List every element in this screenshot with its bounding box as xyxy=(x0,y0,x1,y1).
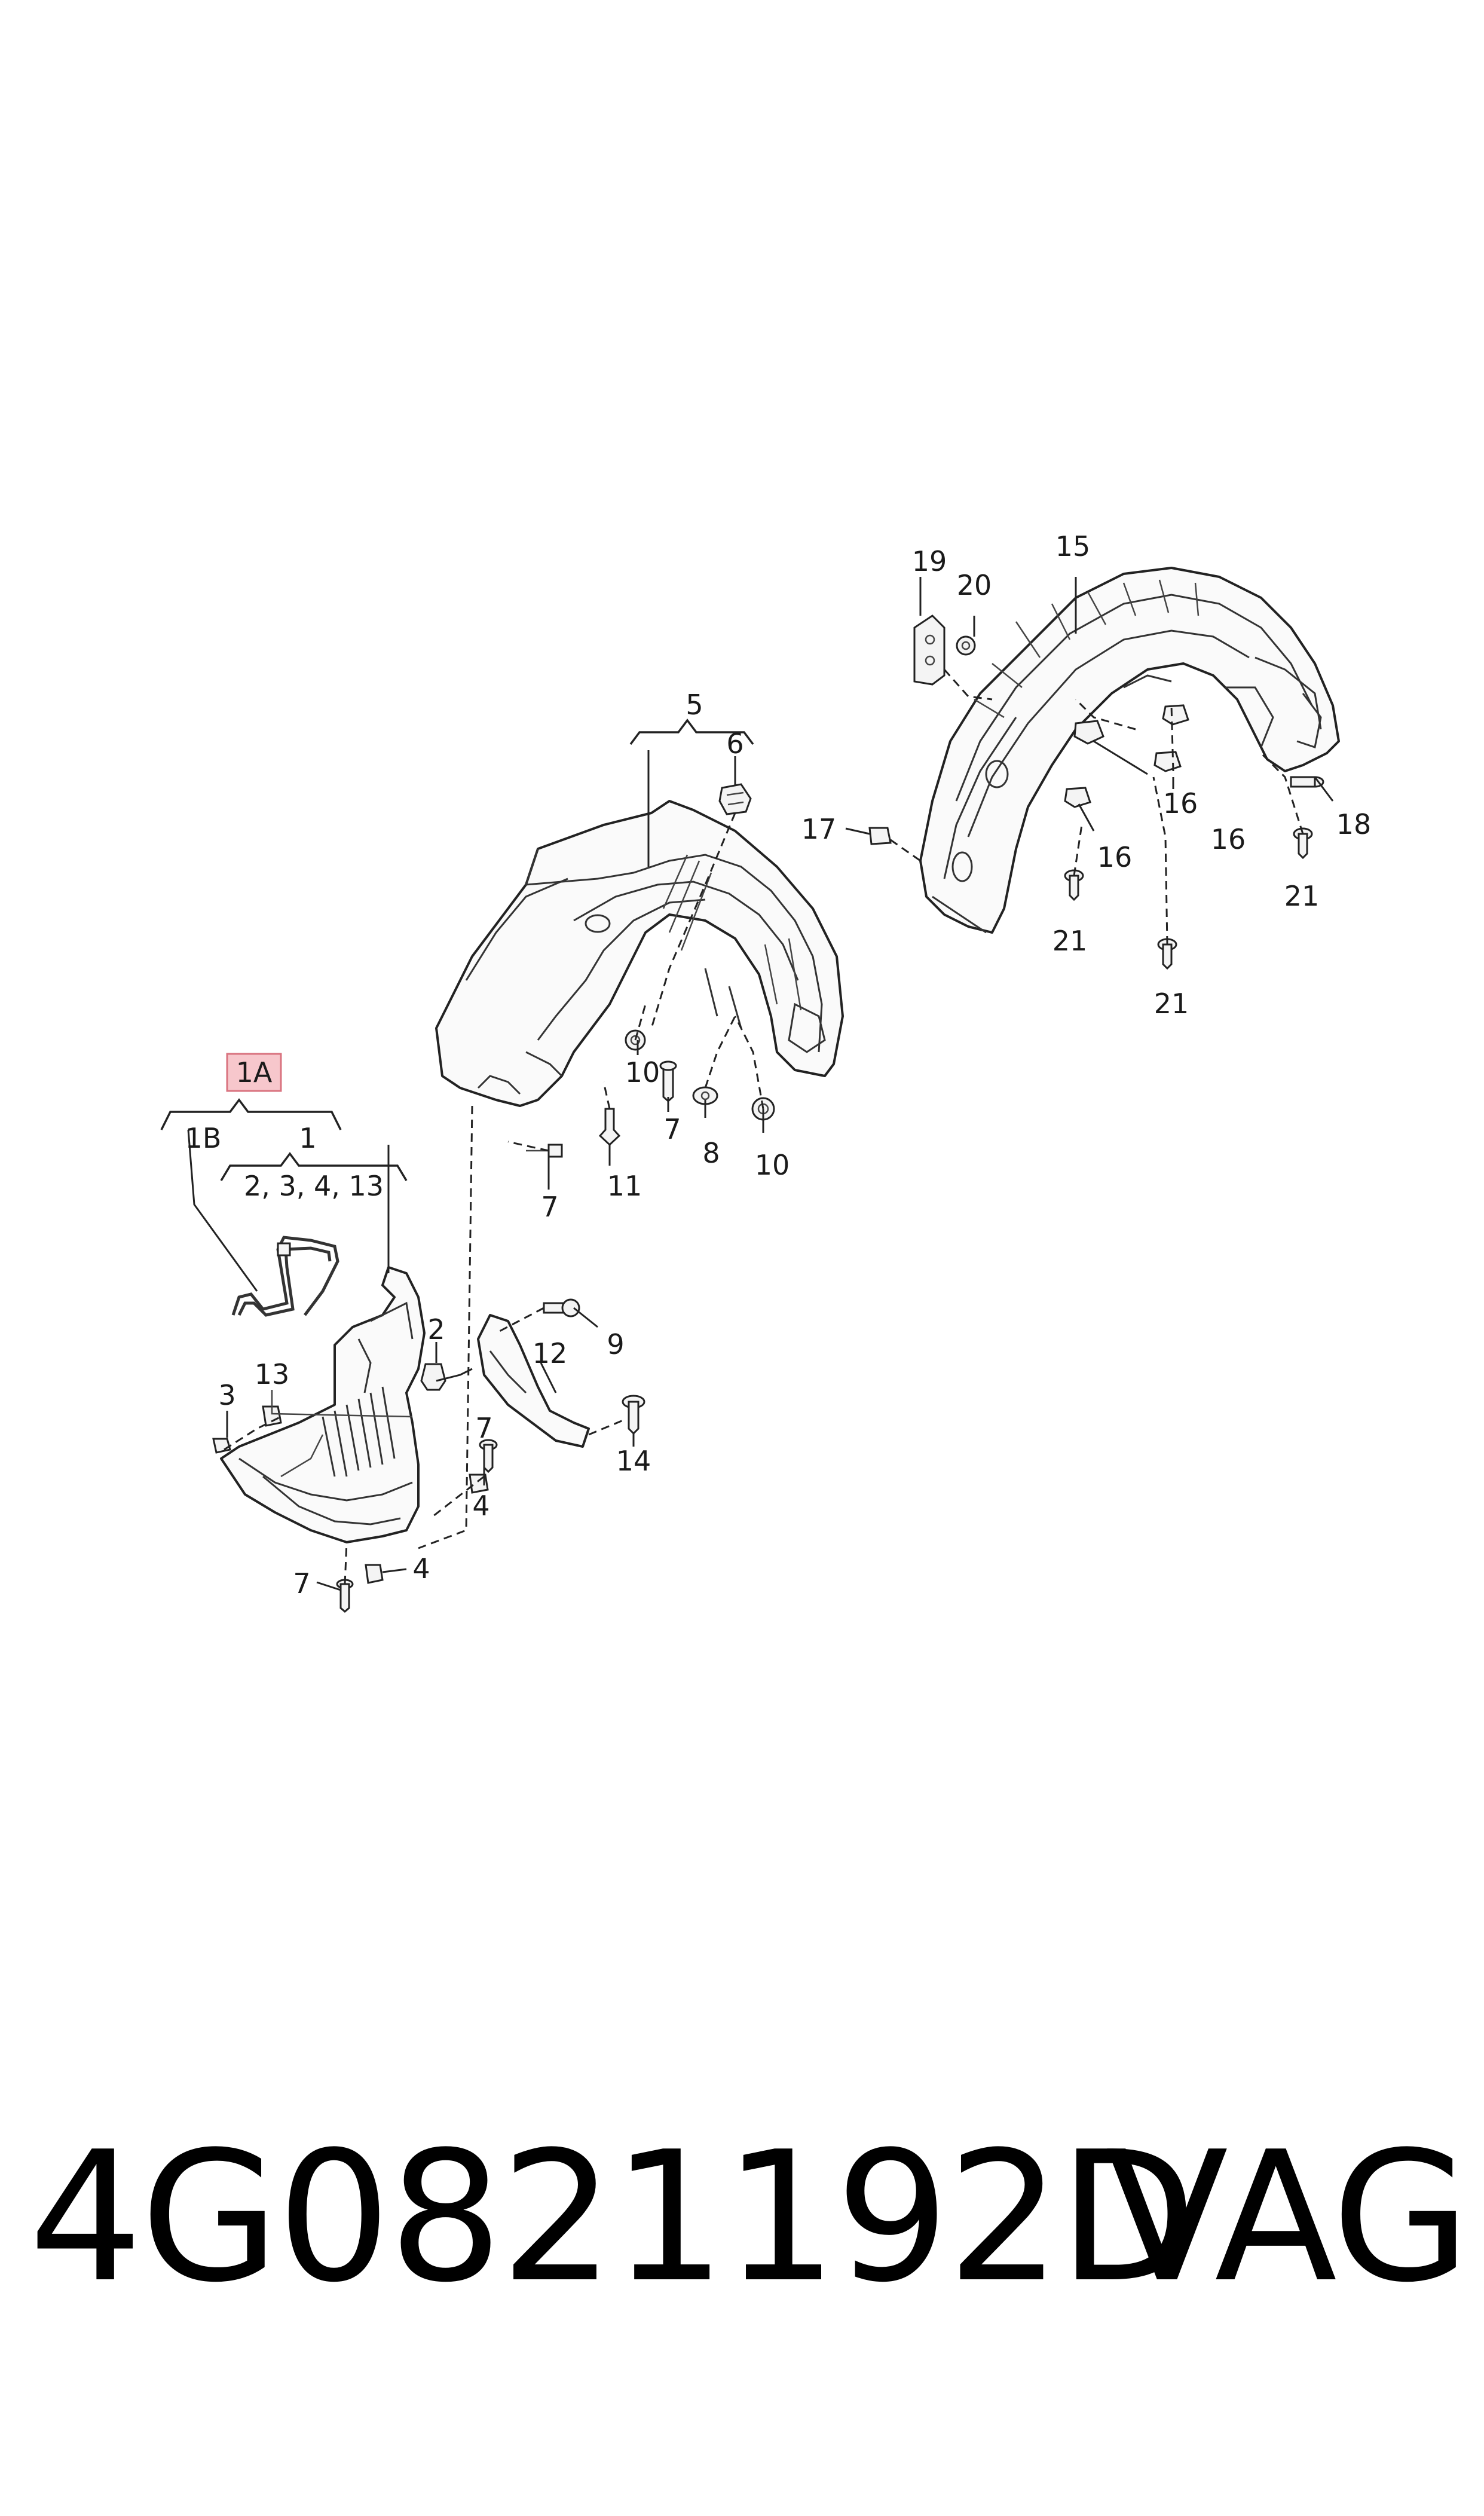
callout-2: 2 xyxy=(427,1313,445,1346)
callout-7a: 7 xyxy=(541,1191,558,1223)
wheel-housing-liner-front xyxy=(435,800,844,1107)
callout-7d: 7 xyxy=(293,1567,310,1600)
callout-16b: 16 xyxy=(1211,823,1246,855)
part-number: 4G0821192D xyxy=(29,2113,1197,2322)
callout-7b: 7 xyxy=(663,1113,681,1145)
callout-labels: 1A 1B 1 2, 3, 4, 13 2 3 4 4 5 6 7 7 7 7 … xyxy=(185,530,1372,1600)
brand-name: VAG xyxy=(1106,2113,1470,2322)
callout-1-group: 2, 3, 4, 13 xyxy=(244,1170,384,1202)
callout-1B: 1B xyxy=(185,1122,222,1154)
callout-7c: 7 xyxy=(475,1412,492,1444)
callout-3: 3 xyxy=(218,1379,235,1411)
group-braces xyxy=(160,719,754,1181)
callout-8: 8 xyxy=(702,1137,720,1169)
callout-21c: 21 xyxy=(1154,988,1189,1020)
wire-harness xyxy=(231,1236,339,1317)
wheel-housing-liner-rear xyxy=(919,567,1340,934)
leader-lines xyxy=(187,577,1334,1591)
callout-1A: 1A xyxy=(236,1056,273,1089)
callout-11: 11 xyxy=(607,1170,642,1202)
callout-14: 14 xyxy=(616,1445,651,1477)
callout-21a: 21 xyxy=(1052,925,1088,957)
callout-4a: 4 xyxy=(472,1490,489,1522)
callout-1: 1 xyxy=(299,1122,316,1154)
bracket xyxy=(477,1314,590,1448)
highlight-1A-box xyxy=(226,1053,282,1092)
callout-18: 18 xyxy=(1336,808,1372,840)
footer: 4G0821192D VAG xyxy=(0,2128,1484,2439)
callout-5: 5 xyxy=(686,689,703,721)
front-section-liner xyxy=(220,1266,426,1543)
callout-16c: 16 xyxy=(1097,841,1133,873)
callout-21b: 21 xyxy=(1284,880,1320,912)
callout-13: 13 xyxy=(255,1358,290,1390)
callout-19: 19 xyxy=(912,545,947,577)
callout-15: 15 xyxy=(1055,530,1091,562)
callout-17: 17 xyxy=(801,813,837,845)
callout-9: 9 xyxy=(607,1328,624,1361)
callout-20: 20 xyxy=(957,569,992,601)
callout-10b: 10 xyxy=(755,1149,790,1181)
parts-diagram: 1A 1B 1 2, 3, 4, 13 2 3 4 4 5 6 7 7 7 7 … xyxy=(160,530,1372,1613)
callout-12: 12 xyxy=(533,1337,568,1369)
callout-10a: 10 xyxy=(625,1056,660,1089)
callout-4b: 4 xyxy=(412,1552,430,1585)
callout-16a: 16 xyxy=(1163,787,1198,820)
callout-6: 6 xyxy=(726,727,743,760)
